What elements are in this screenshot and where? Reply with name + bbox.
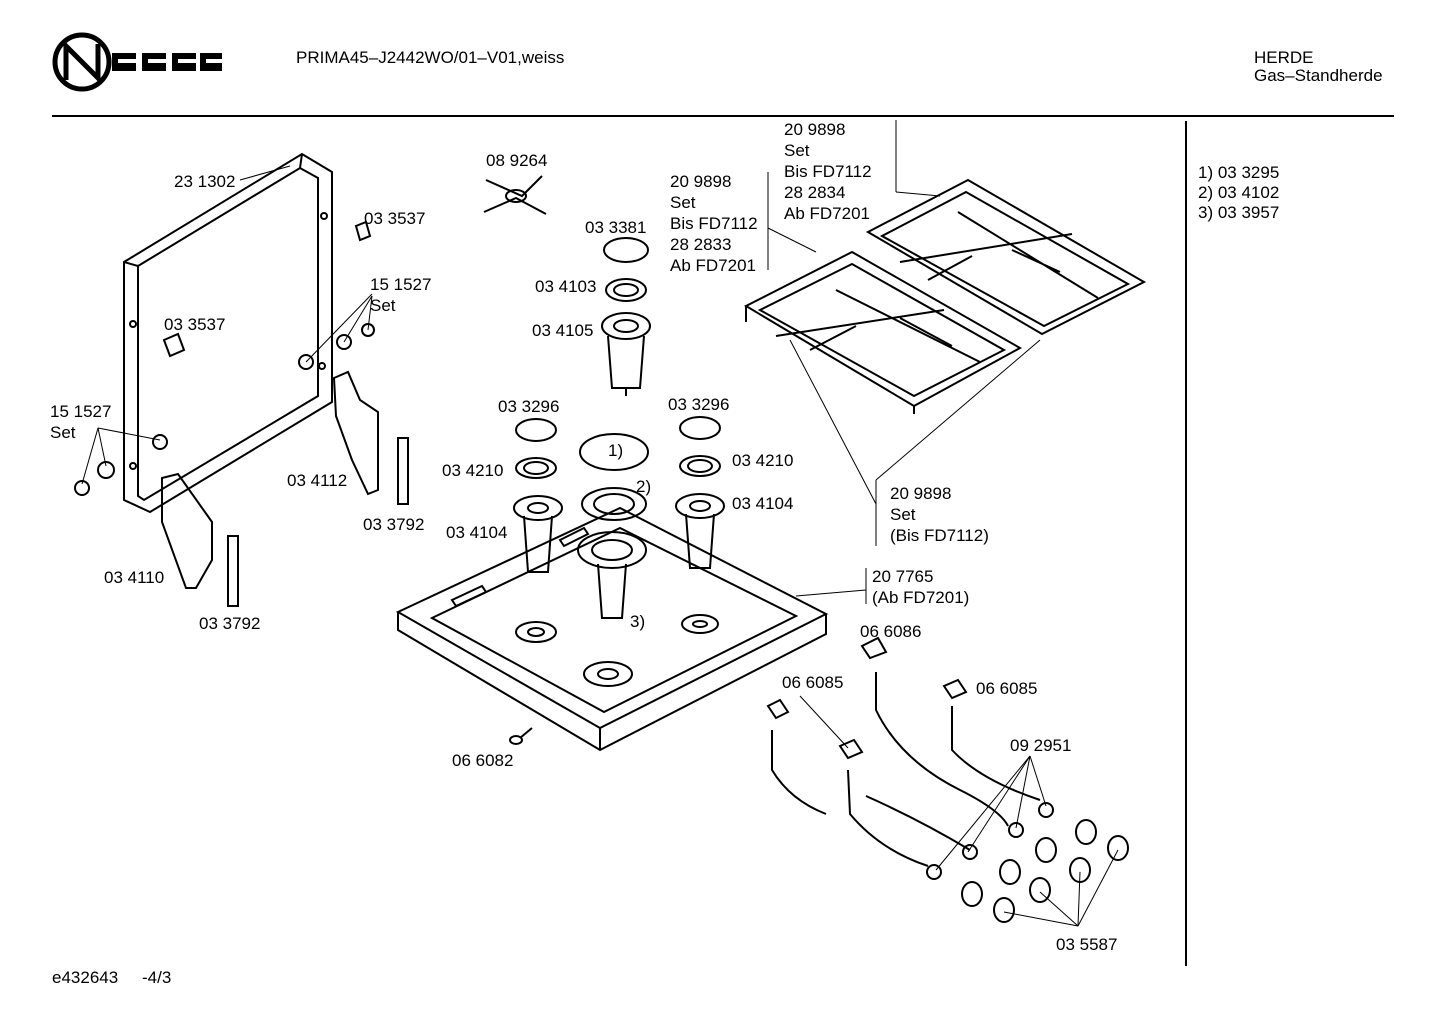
neff-logo — [52, 32, 222, 92]
marker-2: 2) — [636, 477, 652, 496]
label-033296-right: 03 3296 — [668, 395, 730, 414]
label-066085-left: 06 6085 — [782, 673, 844, 692]
label-034110: 03 4110 — [104, 568, 165, 587]
sheet-number: -4/3 — [142, 968, 172, 987]
footnotes: 1) 03 3295 2) 03 4102 3) 03 3957 — [1198, 163, 1279, 223]
label-033296-left: 03 3296 — [498, 397, 560, 416]
label-092951: 09 2951 — [1010, 736, 1072, 755]
note-2: 2) 03 4102 — [1198, 183, 1280, 202]
label-034103: 03 4103 — [535, 277, 597, 296]
category-title: HERDE — [1254, 48, 1314, 67]
label-035587: 03 5587 — [1056, 935, 1118, 954]
label-033537-top: 03 3537 — [364, 209, 426, 228]
label-034105: 03 4105 — [532, 321, 594, 340]
subcategory-title: Gas–Standherde — [1254, 66, 1383, 85]
label-034104-left: 03 4104 — [446, 523, 508, 542]
label-set-left: Set — [50, 423, 76, 442]
label-089264: 08 9264 — [486, 151, 548, 170]
marker-3: 3) — [630, 612, 646, 631]
label-151527-right: 15 1527 — [370, 275, 432, 294]
label-066082: 06 6082 — [452, 751, 514, 770]
drawing-id: e432643 — [52, 968, 119, 987]
note-3: 3) 03 3957 — [1198, 203, 1280, 222]
label-034104-right: 03 4104 — [732, 494, 794, 513]
label-066086: 06 6086 — [860, 622, 922, 641]
label-grid-right: 20 9898 Set Bis FD7112 28 2834 Ab FD7201 — [784, 120, 872, 223]
label-231302: 23 1302 — [174, 172, 236, 191]
label-033537-left: 03 3537 — [164, 315, 226, 334]
note-1: 1) 03 3295 — [1198, 163, 1280, 182]
label-set-bottom: 20 9898 Set (Bis FD7112) — [890, 484, 989, 545]
door-frame — [123, 152, 333, 514]
label-set-right: Set — [370, 296, 396, 315]
marker-1: 1) — [608, 441, 624, 460]
label-033792-left: 03 3792 — [199, 614, 261, 633]
label-033792-right: 03 3792 — [363, 515, 425, 534]
label-grid-left: 20 9898 Set Bis FD7112 28 2833 Ab FD7201 — [670, 172, 758, 275]
label-034210-right: 03 4210 — [732, 451, 794, 470]
label-066085-right: 06 6085 — [976, 679, 1038, 698]
label-033381: 03 3381 — [585, 218, 647, 237]
model-title: PRIMA45–J2442WO/01–V01,weiss — [296, 48, 565, 67]
label-tray: 20 7765 (Ab FD7201) — [872, 567, 970, 607]
label-151527-left: 15 1527 — [50, 402, 112, 421]
label-034112: 03 4112 — [287, 471, 348, 490]
label-034210-left: 03 4210 — [442, 461, 504, 480]
